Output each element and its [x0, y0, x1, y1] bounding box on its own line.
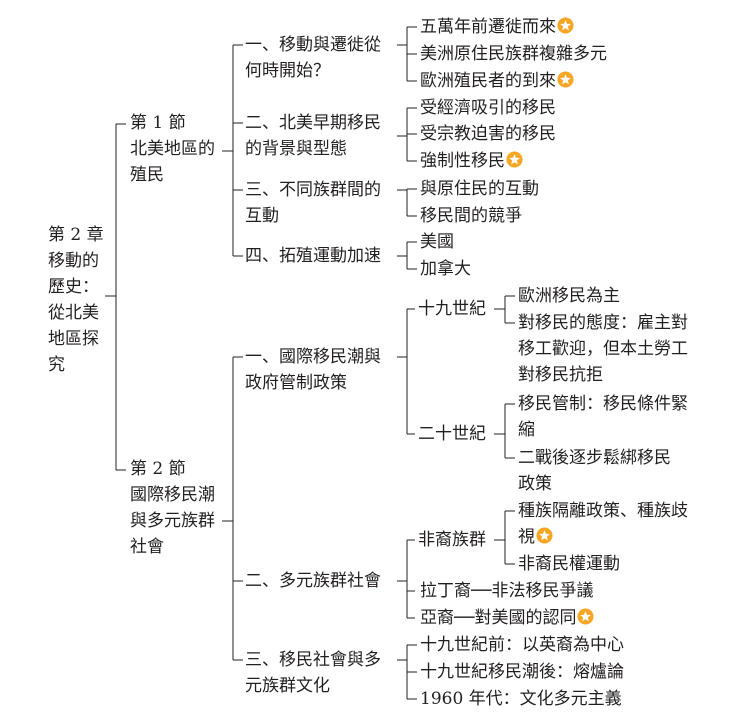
leaf-segregation-line: 視 [518, 524, 688, 550]
leaf-immigration-control: 移民管制：移民條件緊縮 [518, 391, 688, 443]
leaf-before-19th-line: 十九世紀前：以英裔為中心 [420, 635, 624, 655]
topic-1-1: 一、移動與遷徙從何時開始？ [245, 32, 381, 84]
leaf-usa-line: 美國 [420, 232, 454, 252]
leaf-migrant-competition: 移民間的競爭 [420, 203, 522, 229]
star-badge-icon [557, 17, 574, 34]
leaf-european-colonists: 歐洲殖民者的到來 [420, 68, 574, 94]
chapter-title-line: 歷史： [48, 277, 99, 297]
leaf-religious-migrants-line: 受宗教迫害的移民 [420, 124, 556, 144]
topic-1-1-line: 何時開始？ [245, 61, 330, 81]
leaf-native-diversity-line: 美洲原住民族群複雜多元 [420, 44, 607, 64]
leaf-religious-migrants: 受宗教迫害的移民 [420, 121, 556, 147]
topic-2-3: 三、移民社會與多元族群文化 [245, 647, 381, 699]
topic-1-3-line: 互動 [245, 206, 279, 226]
leaf-immigration-control-line: 縮 [518, 420, 535, 440]
leaf-multiculturalism: 1960 年代：文化多元主義 [420, 686, 622, 712]
topic-1-2-line: 二、北美早期移民 [245, 113, 381, 133]
topic-2-1-line: 政府管制政策 [245, 373, 347, 393]
leaf-50000-years: 五萬年前遷徙而來 [420, 14, 574, 40]
topic-2-1: 一、國際移民潮與政府管制政策 [245, 344, 381, 396]
topic-1-3-line: 三、不同族群間的 [245, 180, 381, 200]
star-badge-icon [536, 527, 553, 544]
leaf-economic-migrants-line: 受經濟吸引的移民 [420, 98, 556, 118]
topic-2-3-line: 元族群文化 [245, 676, 330, 696]
leaf-attitude-to-migrants: 對移民的態度：雇主對移工歡迎，但本土勞工對移民抗拒 [518, 310, 688, 388]
topic-1-3: 三、不同族群間的互動 [245, 177, 381, 229]
chapter-title-line: 地區探 [48, 329, 99, 349]
leaf-segregation-line: 種族隔離政策、種族歧 [518, 501, 688, 521]
topic-2-1-line: 一、國際移民潮與 [245, 347, 381, 367]
leaf-asian: 亞裔──對美國的認同 [420, 605, 595, 631]
leaf-melting-pot-line: 十九世紀移民潮後：熔爐論 [420, 662, 624, 682]
leaf-canada-line: 加拿大 [420, 259, 471, 279]
subtopic-19th-century: 十九世紀 [418, 296, 486, 322]
leaf-migrant-competition-line: 移民間的競爭 [420, 206, 522, 226]
leaf-economic-migrants: 受經濟吸引的移民 [420, 95, 556, 121]
topic-2-3-line: 三、移民社會與多 [245, 650, 381, 670]
subtopic-african-american-label: 非裔族群 [418, 530, 486, 550]
leaf-multiculturalism-line: 1960 年代：文化多元主義 [420, 689, 622, 709]
chapter-title-line: 移動的 [48, 251, 99, 271]
chapter-title-line: 第 2 章 [48, 225, 104, 245]
leaf-latino-line: 拉丁裔──非法移民爭議 [420, 581, 594, 601]
section-1-title: 第 1 節北美地區的殖民 [130, 110, 215, 188]
topic-1-2-line: 的背景與型態 [245, 139, 347, 159]
leaf-civil-rights: 非裔民權運動 [518, 551, 620, 577]
section-2-title-line: 社會 [130, 537, 164, 557]
leaf-latino: 拉丁裔──非法移民爭議 [420, 578, 593, 604]
leaf-50000-years-line: 五萬年前遷徙而來 [420, 14, 574, 40]
leaf-immigration-control-line: 移民管制：移民條件緊 [518, 394, 688, 414]
chapter-title-line: 從北美 [48, 303, 99, 323]
leaf-postwar-easing-line: 政策 [518, 474, 552, 494]
chapter-title: 第 2 章移動的歷史： 從北美地區探究 [48, 222, 104, 378]
topic-2-2: 二、多元族群社會 [245, 568, 381, 594]
star-badge-icon [506, 151, 523, 168]
leaf-native-interaction-line: 與原住民的互動 [420, 179, 539, 199]
subtopic-20th-century: 二十世紀 [418, 421, 486, 447]
leaf-before-19th: 十九世紀前：以英裔為中心 [420, 632, 624, 658]
leaf-attitude-to-migrants-line: 對移民的態度：雇主對 [518, 313, 688, 333]
section-2-title-line: 國際移民潮 [130, 485, 215, 505]
leaf-canada: 加拿大 [420, 256, 471, 282]
star-badge-icon [557, 71, 574, 88]
section-2-title: 第 2 節國際移民潮與多元族群社會 [130, 456, 215, 560]
leaf-european-colonists-line: 歐洲殖民者的到來 [420, 68, 574, 94]
section-1-title-line: 殖民 [130, 165, 164, 185]
leaf-native-diversity: 美洲原住民族群複雜多元 [420, 41, 607, 67]
leaf-usa: 美國 [420, 229, 454, 255]
leaf-melting-pot: 十九世紀移民潮後：熔爐論 [420, 659, 624, 685]
section-2-title-line: 與多元族群 [130, 511, 215, 531]
section-1-title-line: 北美地區的 [130, 139, 215, 159]
leaf-segregation: 種族隔離政策、種族歧視 [518, 498, 688, 550]
leaf-attitude-to-migrants-line: 移工歡迎，但本土勞工 [518, 339, 688, 359]
subtopic-african-american: 非裔族群 [418, 527, 486, 553]
leaf-european-majority: 歐洲移民為主 [518, 283, 620, 309]
topic-1-4: 四、拓殖運動加速 [245, 243, 381, 269]
leaf-european-majority-line: 歐洲移民為主 [518, 286, 620, 306]
subtopic-20th-century-label: 二十世紀 [418, 424, 486, 444]
topic-2-2-line: 二、多元族群社會 [245, 571, 381, 591]
topic-1-1-line: 一、移動與遷徙從 [245, 35, 381, 55]
leaf-native-interaction: 與原住民的互動 [420, 176, 539, 202]
subtopic-19th-century-label: 十九世紀 [418, 299, 486, 319]
chapter-title-line: 究 [48, 355, 65, 375]
topic-1-2: 二、北美早期移民的背景與型態 [245, 110, 381, 162]
leaf-postwar-easing: 二戰後逐步鬆綁移民政策 [518, 445, 671, 497]
star-badge-icon [577, 608, 595, 625]
leaf-forced-migration-line: 強制性移民 [420, 148, 523, 174]
section-1-title-line: 第 1 節 [130, 113, 186, 133]
leaf-asian-line: 亞裔──對美國的認同 [420, 605, 595, 631]
leaf-postwar-easing-line: 二戰後逐步鬆綁移民 [518, 448, 671, 468]
leaf-forced-migration: 強制性移民 [420, 148, 523, 174]
section-2-title-line: 第 2 節 [130, 459, 186, 479]
topic-1-4-line: 四、拓殖運動加速 [245, 246, 381, 266]
leaf-civil-rights-line: 非裔民權運動 [518, 554, 620, 574]
leaf-attitude-to-migrants-line: 對移民抗拒 [518, 365, 603, 385]
